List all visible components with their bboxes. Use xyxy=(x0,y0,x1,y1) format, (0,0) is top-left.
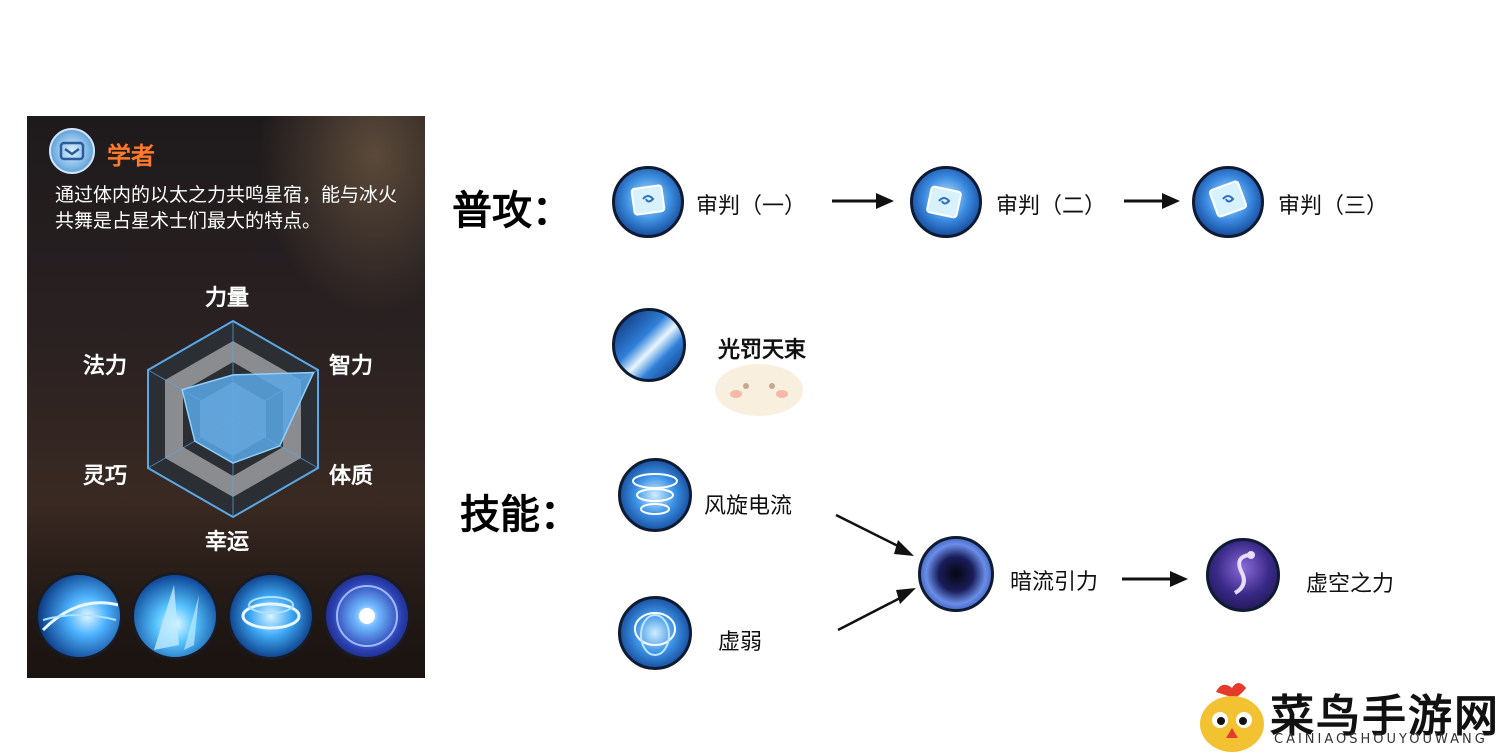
wind-blast-icon[interactable] xyxy=(35,572,123,660)
nova-icon[interactable] xyxy=(323,572,411,660)
skill-wind-label: 风旋电流 xyxy=(704,494,793,519)
stat-strength-label: 力量 xyxy=(205,286,250,311)
black-hole-icon[interactable] xyxy=(918,536,994,612)
scholar-class-icon xyxy=(49,128,95,174)
ice-shard-icon[interactable] xyxy=(131,572,219,660)
vortex-icon[interactable] xyxy=(227,572,315,660)
attack-step-2-label: 审判（二） xyxy=(996,194,1107,219)
background-decoration xyxy=(257,116,425,316)
stat-mana-label: 法力 xyxy=(83,354,128,379)
skill-weak-label: 虚弱 xyxy=(718,630,763,655)
whirlwind-icon[interactable] xyxy=(618,458,692,532)
arrow-diagonal-down-icon xyxy=(835,513,914,556)
skills-heading: 技能： xyxy=(460,492,580,538)
normal-attack-heading: 普攻： xyxy=(452,188,572,234)
skill-gravity-label: 暗流引力 xyxy=(1010,570,1099,595)
skill-void-label: 虚空之力 xyxy=(1306,572,1395,597)
stat-intelligence-label: 智力 xyxy=(329,354,374,379)
rune-card-icon[interactable] xyxy=(910,166,982,238)
arrow-right-icon xyxy=(1124,193,1180,209)
special-skill-label: 光罚天束 xyxy=(718,338,807,363)
stat-luck-label: 幸运 xyxy=(205,530,250,555)
stat-agility-label: 灵巧 xyxy=(83,464,128,489)
class-name: 学者 xyxy=(107,142,155,170)
watermark-title: 菜鸟手游网 xyxy=(1270,691,1500,742)
watermark-subtitle: CAINIAOSHOUYOUWANG xyxy=(1274,732,1488,747)
void-serpent-icon[interactable] xyxy=(1206,538,1280,612)
light-beam-icon[interactable] xyxy=(612,308,686,382)
stat-constitution-label: 体质 xyxy=(329,464,374,489)
rune-card-icon[interactable] xyxy=(1192,166,1264,238)
class-card: 学者 通过体内的以太之力共鸣星宿，能与冰火共舞是占星术士们最大的特点。 力量 智… xyxy=(27,116,425,678)
attack-step-1-label: 审判（一） xyxy=(696,194,807,219)
attack-step-3-label: 审判（三） xyxy=(1278,194,1389,219)
arrow-diagonal-up-icon xyxy=(837,588,916,632)
arrow-right-icon xyxy=(1122,571,1188,587)
radar-value-area xyxy=(181,371,315,464)
arrow-right-icon xyxy=(832,193,894,209)
mascot-watermark-icon xyxy=(715,364,803,416)
class-description: 通过体内的以太之力共鸣星宿，能与冰火共舞是占星术士们最大的特点。 xyxy=(55,184,398,232)
mascot-logo-icon xyxy=(1200,683,1264,752)
rune-card-icon[interactable] xyxy=(612,166,684,238)
attribute-radar-chart xyxy=(147,319,319,519)
swirl-icon[interactable] xyxy=(618,596,692,670)
